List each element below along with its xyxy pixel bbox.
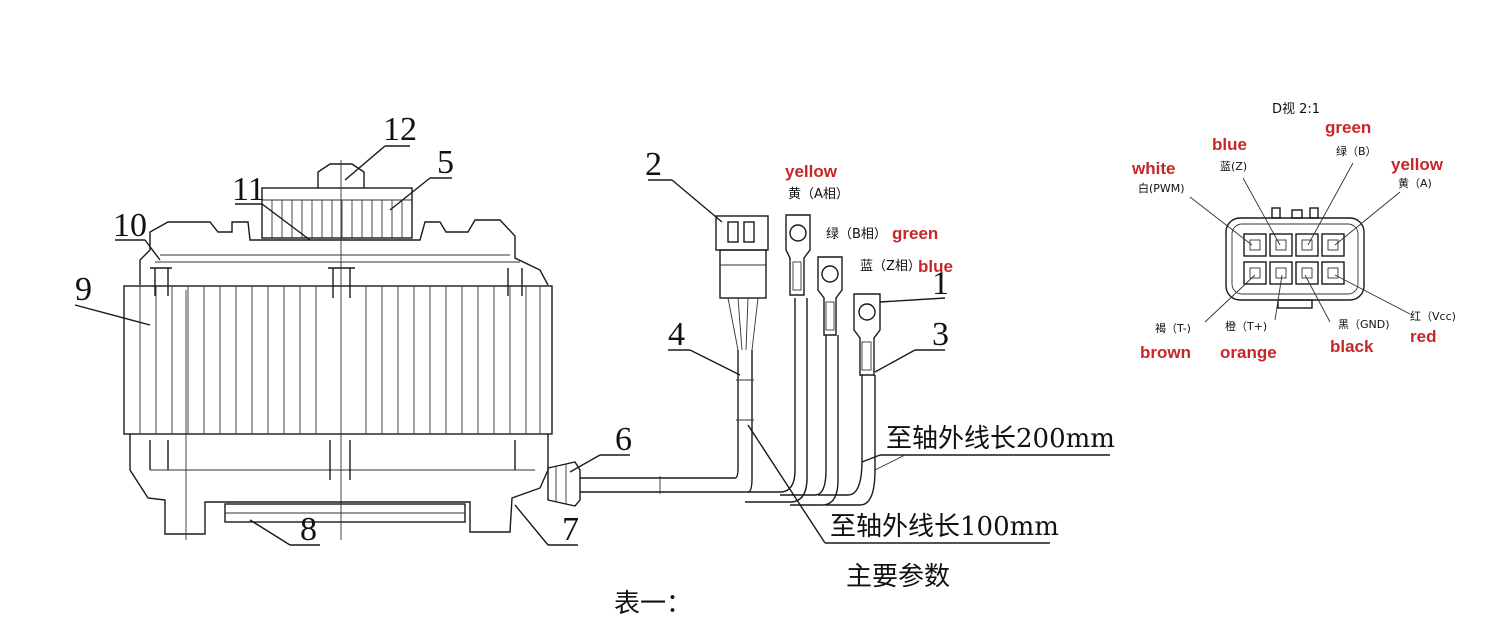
ring-terminal-green [817,256,843,336]
part-number-labels: 12 5 11 10 9 8 7 6 2 4 1 3 [75,111,949,548]
part-number-4: 4 [668,316,685,353]
pin-label-red-en: red [1410,327,1436,346]
ring-terminal-yellow [785,214,811,296]
pin-label-orange-en: orange [1220,343,1277,362]
signal-connector [715,215,769,299]
pin-label-brown-en: brown [1140,343,1191,362]
part-number-12: 12 [383,111,417,148]
caption-table-one: 表一： [614,589,692,619]
part-number-1: 1 [932,265,949,302]
dimension-short-lead: 至轴外线长100mm [830,512,1059,542]
stator-fins [139,286,541,434]
part-number-8: 8 [300,511,317,548]
label-green-cn: 绿（B相） [826,227,887,242]
part-number-10: 10 [113,207,147,244]
wire-labels: yellow 黄（A相） 绿（B相） green 蓝（Z相） blue [785,162,953,276]
part-number-11: 11 [232,171,265,208]
pin-label-white-en: white [1131,159,1175,178]
pin-label-yellow-en: yellow [1391,155,1444,174]
label-green-en: green [892,224,938,243]
part-number-5: 5 [437,144,454,181]
pin-label-green-cn: 绿（B） [1336,144,1377,158]
label-yellow-en: yellow [785,162,838,181]
pin-label-white-cn: 白(PWM) [1138,181,1185,195]
motor-body [123,160,581,540]
cable-bundle [580,297,876,506]
label-yellow-cn: 黄（A相） [788,187,849,202]
caption-main-params: 主要参数 [846,562,950,592]
pulley-fins [271,200,403,238]
dimension-long-lead: 至轴外线长200mm [886,424,1115,454]
leader-lines [74,145,1110,546]
pin-label-yellow-cn: 黄（A) [1398,176,1432,190]
connector-d-view: D视 2:1 white [1131,102,1456,362]
pin-label-brown-cn: 褐（T-) [1155,321,1191,335]
part-number-7: 7 [562,511,579,548]
label-blue-en: blue [918,257,953,276]
pin-label-black-en: black [1330,337,1374,356]
label-blue-cn: 蓝（Z相） [860,259,921,274]
pin-label-blue-cn: 蓝(Z) [1220,160,1247,173]
pin-label-green-en: green [1325,118,1371,137]
d-view-title: D视 2:1 [1272,102,1320,117]
part-number-2: 2 [645,146,662,183]
ring-terminal-blue [853,293,881,376]
part-number-3: 3 [932,316,949,353]
part-number-6: 6 [615,421,632,458]
pin-label-orange-cn: 橙（T+) [1225,319,1267,333]
pin-label-black-cn: 黑（GND) [1338,318,1390,331]
pin-label-blue-en: blue [1212,135,1247,154]
pin-label-red-cn: 红（Vcc) [1410,310,1456,323]
part-number-9: 9 [75,271,92,308]
